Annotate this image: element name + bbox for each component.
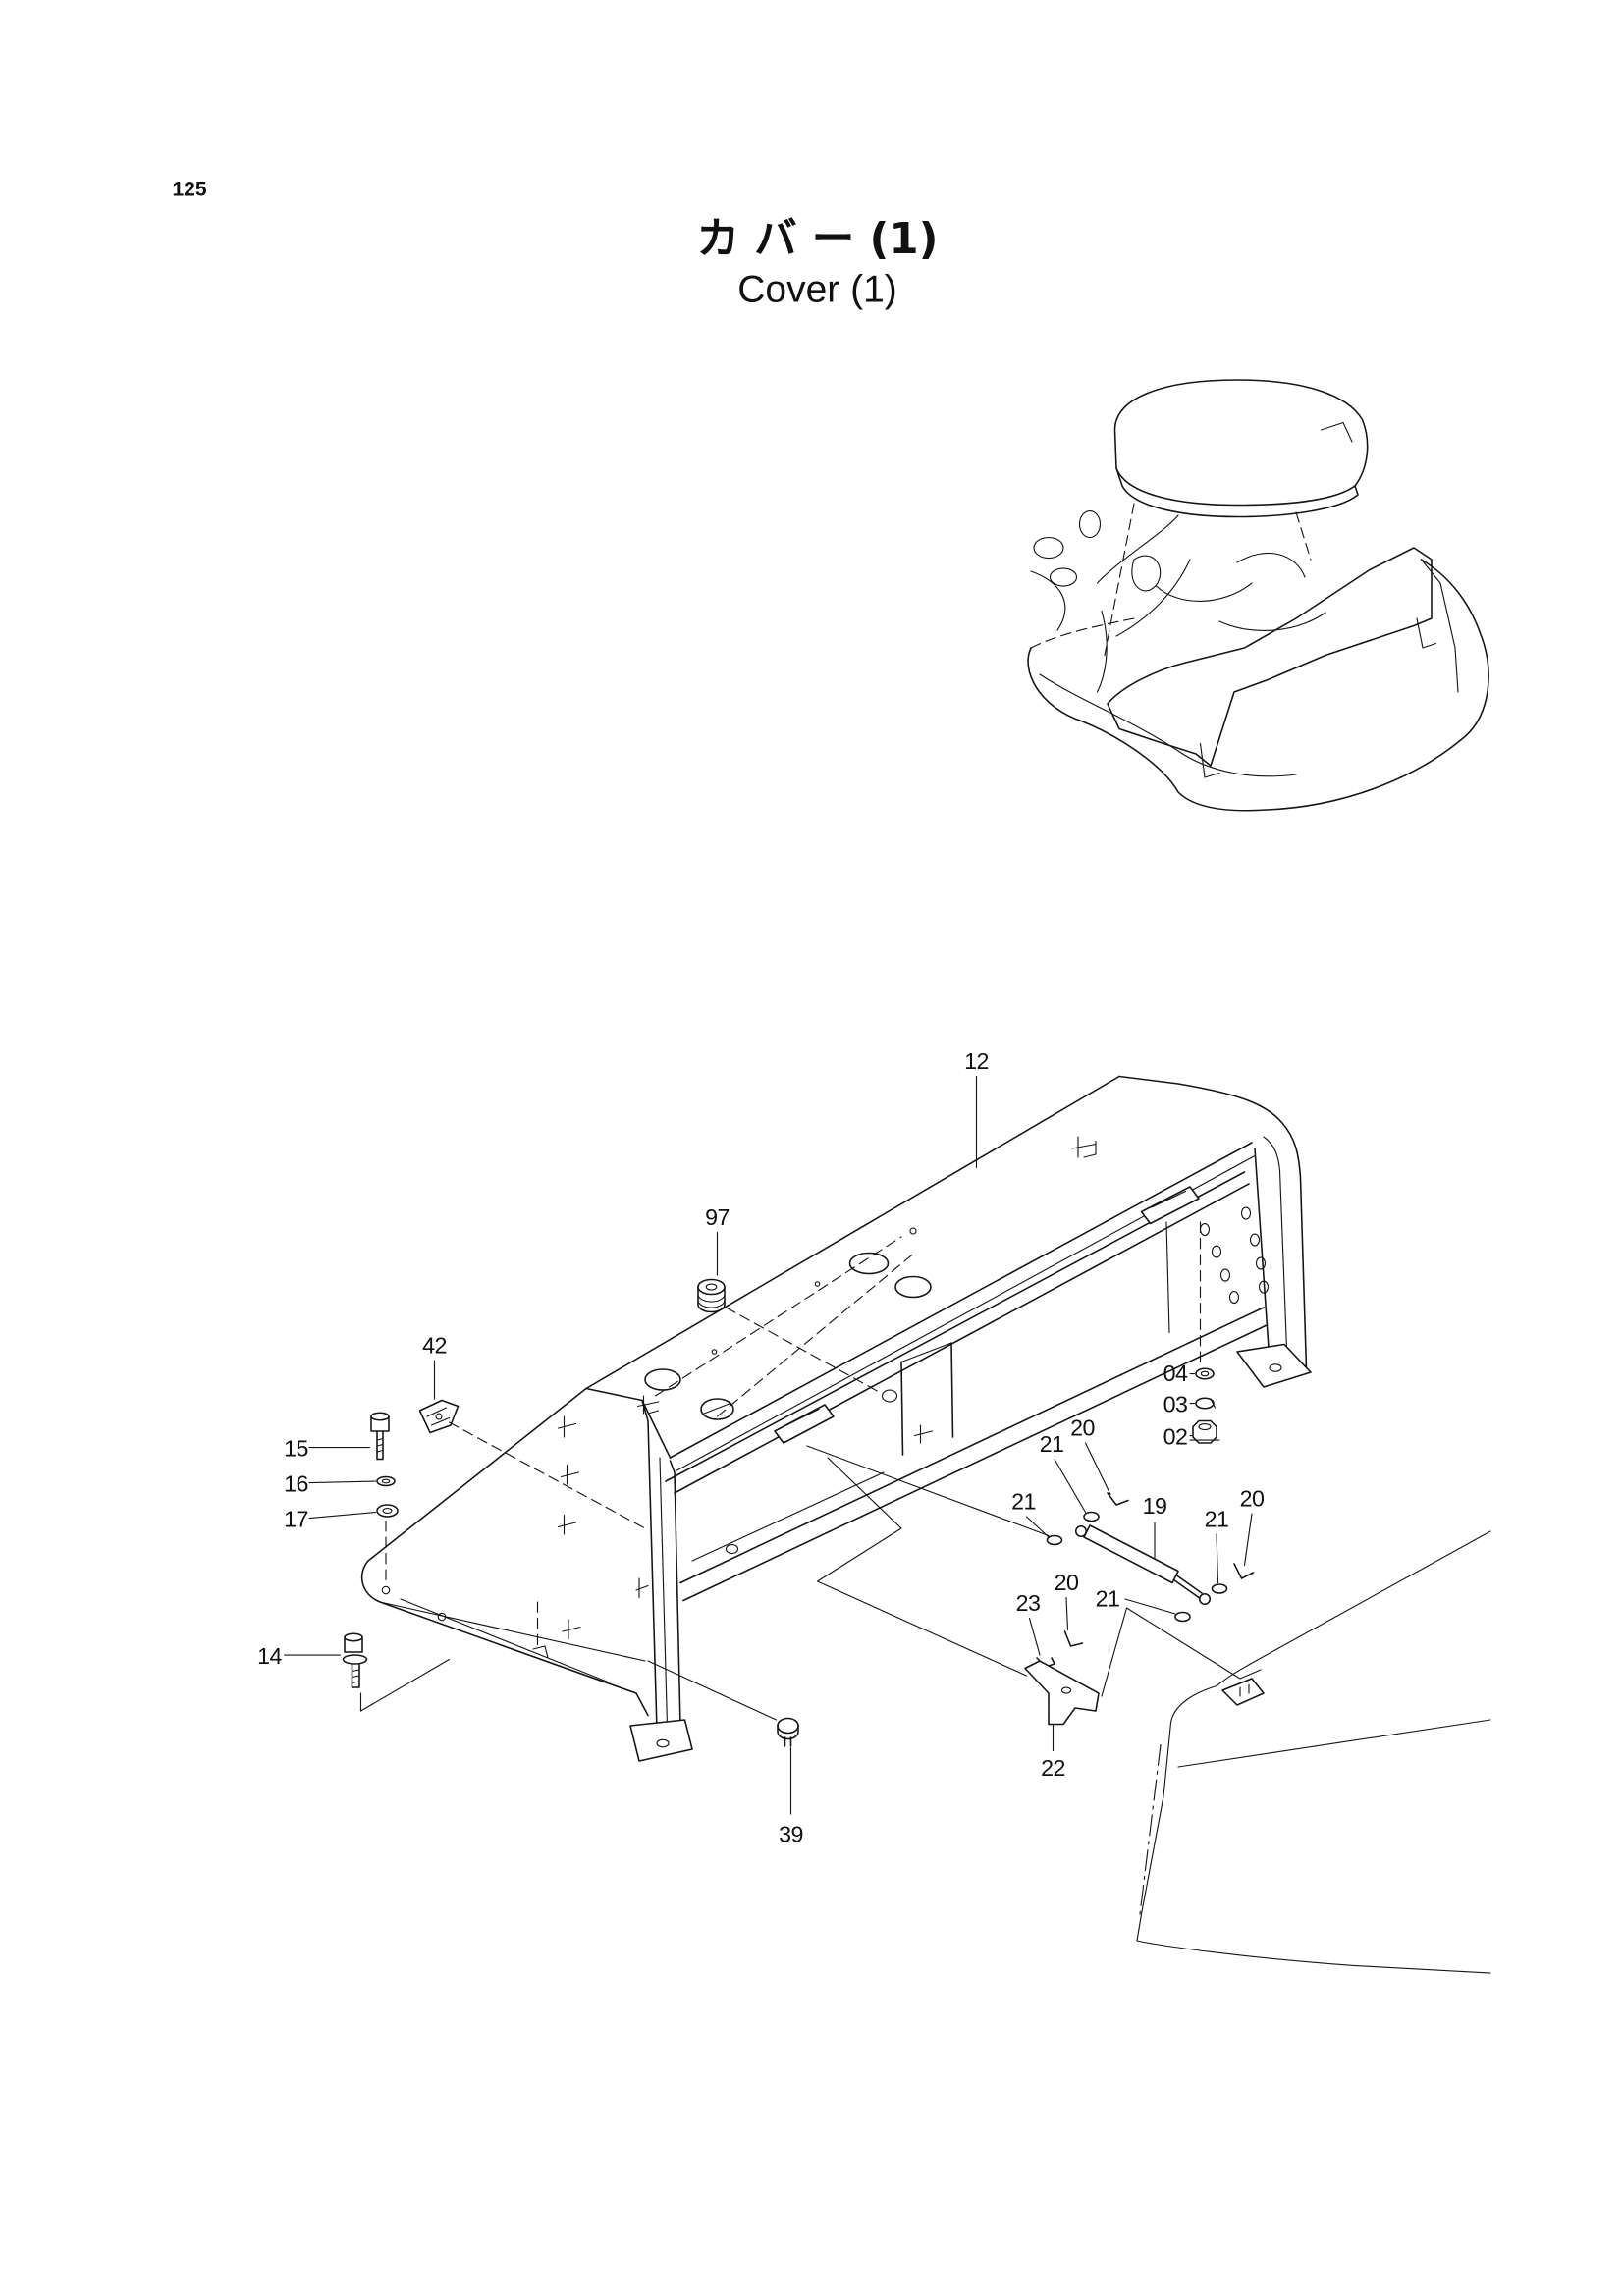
callout-part-21-a: 21 <box>1011 1489 1036 1515</box>
part-20-pin-b <box>1233 1563 1255 1579</box>
callout-part-20-b: 20 <box>1240 1486 1265 1512</box>
callout-part-16: 16 <box>284 1471 308 1497</box>
callout-part-21-c: 21 <box>1205 1507 1229 1532</box>
callout-part-02: 02 <box>1163 1424 1188 1450</box>
part-20-pin-c <box>1063 1630 1084 1647</box>
leader-line-23 <box>1028 1617 1041 1656</box>
callout-part-42: 42 <box>422 1333 447 1359</box>
cover-front-rail <box>665 1171 1250 1494</box>
part-21-washer-b <box>1083 1511 1100 1522</box>
assembly-line-14 <box>359 1658 451 1712</box>
hinge-right <box>1140 1186 1200 1225</box>
callout-part-12: 12 <box>964 1048 989 1074</box>
part-21-washer-a <box>1046 1534 1063 1546</box>
part-21-washer-d <box>1174 1611 1191 1623</box>
part-15-bolt <box>370 1412 390 1461</box>
leader-line-21-b <box>1054 1458 1087 1514</box>
part-20-pin-a <box>1107 1492 1129 1506</box>
leader-line-21-a <box>1025 1516 1050 1538</box>
callout-part-21-b: 21 <box>1040 1431 1064 1457</box>
callout-part-22: 22 <box>1041 1755 1065 1781</box>
callout-part-39: 39 <box>779 1822 803 1847</box>
callout-part-03: 03 <box>1163 1392 1188 1417</box>
callout-part-20-c: 20 <box>1055 1570 1079 1595</box>
engine-and-hoses <box>1030 509 1326 693</box>
leader-line-17 <box>308 1511 377 1520</box>
page-number: 125 <box>173 179 207 201</box>
callout-part-15: 15 <box>284 1436 308 1462</box>
callout-part-21-d: 21 <box>1096 1586 1120 1612</box>
page-title-english: Cover (1) <box>737 269 897 311</box>
part-17-washer <box>376 1504 399 1518</box>
assembly-lines <box>448 1236 1262 1697</box>
leader-line-20-a <box>1084 1442 1111 1496</box>
page-title-japanese: カ バ ー (1) <box>697 215 939 264</box>
part-22-bracket <box>1024 1660 1100 1726</box>
part-14-bolt <box>342 1632 368 1688</box>
operator-seat-canopy <box>1113 379 1369 518</box>
leader-lines <box>283 1075 1253 1815</box>
callout-part-23: 23 <box>1016 1590 1041 1616</box>
leader-line-16 <box>308 1480 377 1484</box>
part-39-bolt <box>777 1717 799 1747</box>
callout-part-14: 14 <box>257 1643 282 1669</box>
part-callouts: 12 97 42 15 16 17 14 39 04 03 02 21 21 2… <box>257 1048 1265 1847</box>
part-16-spring-washer <box>376 1475 396 1487</box>
part-04-washer <box>1195 1367 1215 1380</box>
hinge-left <box>774 1404 835 1444</box>
cover-left-shroud <box>360 1387 649 1717</box>
leader-line-20-b <box>1243 1513 1253 1567</box>
callout-part-04: 04 <box>1163 1361 1188 1386</box>
highlighted-cover-stippled <box>1107 547 1437 778</box>
callout-part-20-a: 20 <box>1070 1415 1095 1441</box>
cover-bottom-rail <box>679 1307 1268 1602</box>
machine-overview-inset <box>1027 379 1489 812</box>
part-03-spring-washer <box>1195 1397 1217 1410</box>
adjacent-cover-outline <box>1136 1530 1491 1974</box>
callout-part-17: 17 <box>284 1507 308 1532</box>
part-21-washer-c <box>1211 1583 1228 1594</box>
part-42-clip-nut <box>418 1399 460 1434</box>
assembly-line-39 <box>647 1660 778 1721</box>
part-02-nut <box>1189 1419 1220 1444</box>
part-19-gas-spring <box>1074 1524 1212 1606</box>
part-12-cover <box>360 1075 1312 1762</box>
leader-line-21-c <box>1216 1533 1219 1584</box>
cover-left-end-frame <box>629 1399 693 1762</box>
leader-line-21-d <box>1124 1598 1176 1615</box>
callout-part-19: 19 <box>1143 1493 1167 1519</box>
leader-line-20-c <box>1065 1596 1069 1631</box>
part-97-grommet <box>697 1278 726 1313</box>
cover-right-end-frame <box>1165 1136 1312 1388</box>
callout-part-97: 97 <box>705 1204 730 1230</box>
adjacent-cover-bracket <box>1221 1678 1265 1706</box>
